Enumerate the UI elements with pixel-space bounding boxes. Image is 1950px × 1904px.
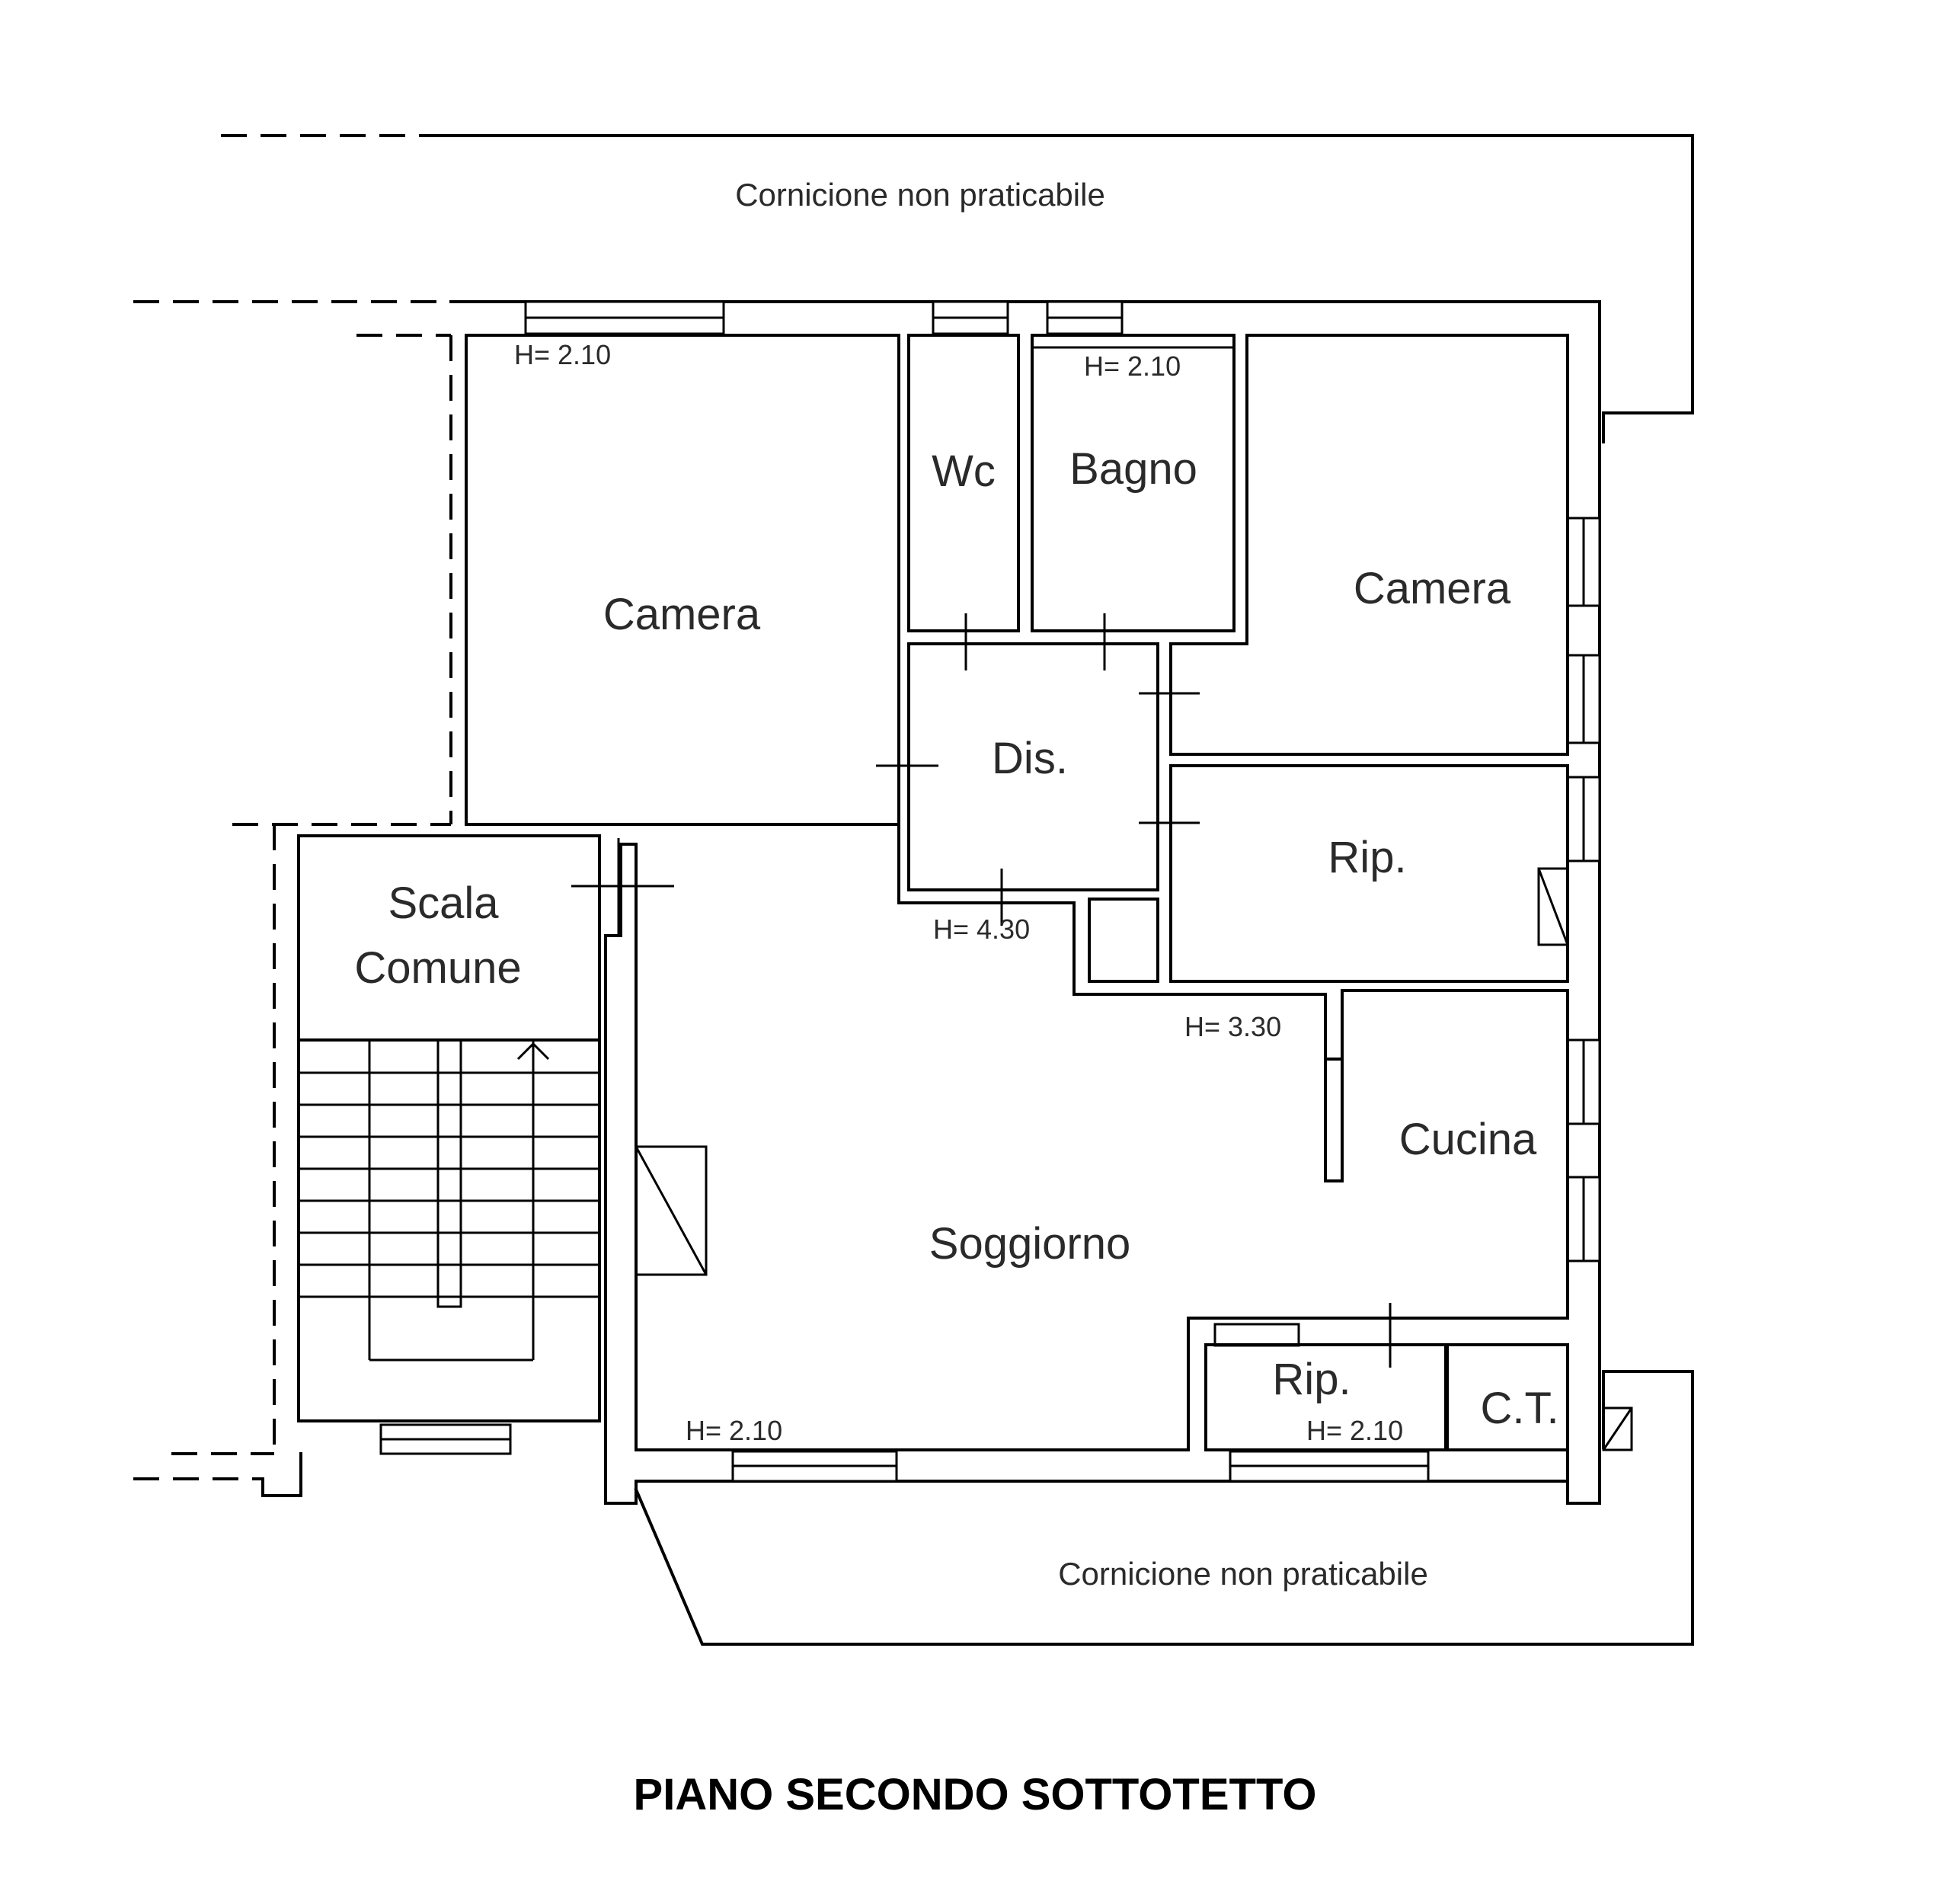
- room-label-rip-bottom: Rip.: [1272, 1355, 1351, 1404]
- neighbour-dashed-outlines: [133, 300, 452, 1480]
- room-label-camera-right: Camera: [1354, 564, 1511, 613]
- cornice-top-outline: [221, 134, 1694, 414]
- cornice-bottom-outline: [634, 1370, 1694, 1646]
- windows: [379, 300, 1601, 1483]
- stair-treads: [299, 1038, 599, 1362]
- room-label-bagno: Bagno: [1069, 444, 1197, 494]
- height-label-camera-left: H= 2.10: [514, 339, 611, 370]
- door-markers: [571, 613, 1392, 1368]
- interior-walls: [297, 334, 1569, 1455]
- room-label-dis: Dis.: [992, 734, 1068, 783]
- room-label-scala-line1: Scala: [388, 878, 499, 928]
- height-label-bagno: H= 2.10: [1084, 350, 1181, 382]
- room-label-wc: Wc: [932, 446, 996, 496]
- cornice-top-label: Cornicione non praticabile: [735, 177, 1105, 213]
- height-label-cucina: H= 3.30: [1184, 1011, 1281, 1042]
- room-label-camera-left: Camera: [603, 590, 761, 639]
- room-label-scala-line2: Comune: [354, 943, 521, 993]
- height-label-rip-bottom: H= 2.10: [1306, 1415, 1403, 1446]
- room-label-ct: C.T.: [1480, 1384, 1558, 1433]
- cornice-bottom-label: Cornicione non praticabile: [1058, 1556, 1428, 1592]
- room-label-soggiorno: Soggiorno: [929, 1219, 1130, 1269]
- height-label-soggiorno: H= 2.10: [686, 1415, 782, 1446]
- room-label-rip-right: Rip.: [1328, 833, 1406, 882]
- height-label-dis: H= 4.30: [933, 914, 1030, 945]
- room-label-cucina: Cucina: [1399, 1115, 1537, 1164]
- page-title: PIANO SECONDO SOTTOTETTO: [634, 1770, 1317, 1819]
